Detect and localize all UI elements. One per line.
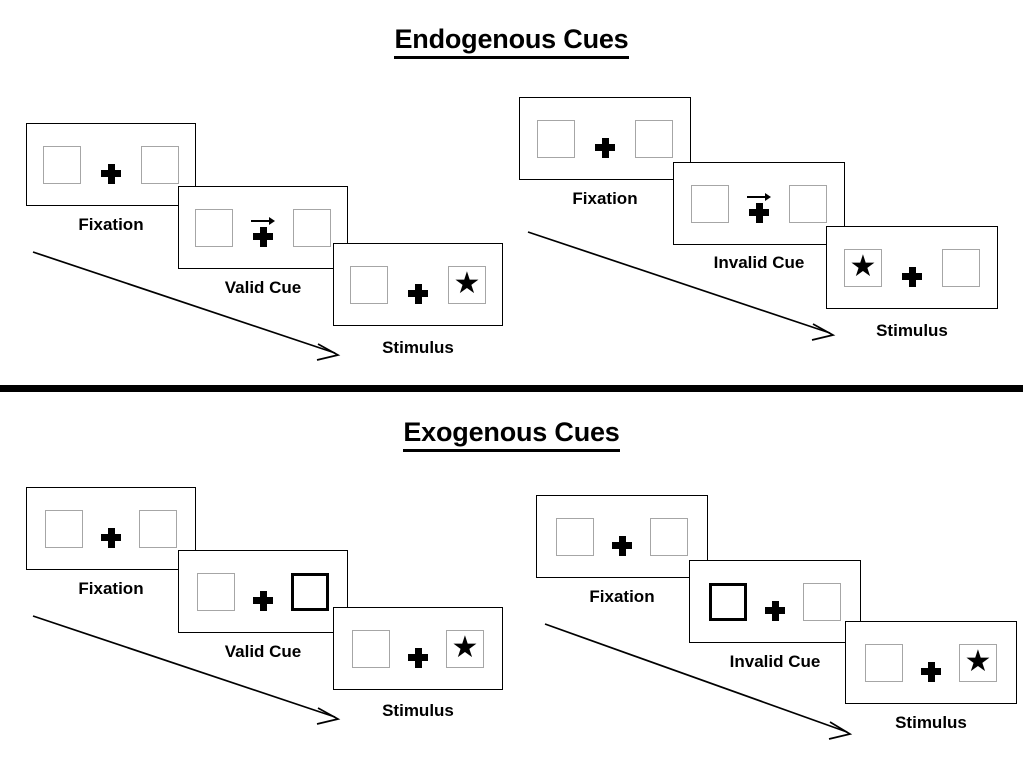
- target-star-icon: ★: [849, 249, 877, 283]
- panel-content: ★: [844, 248, 980, 287]
- panel-content: ★: [350, 265, 486, 304]
- trial-panel-endogenous-valid-fixation: [26, 123, 196, 206]
- target-star-icon: ★: [964, 644, 992, 678]
- panel-content: ★: [352, 629, 484, 668]
- fixation-cross-icon: [902, 266, 922, 287]
- stimulus-box-left: [45, 509, 83, 548]
- stimulus-box-right-cued: [291, 572, 329, 611]
- trial-panel-endogenous-invalid-fixation: [519, 97, 691, 180]
- fixation-center: [406, 266, 430, 304]
- panel-caption-endogenous-invalid-cue: Invalid Cue: [713, 253, 805, 272]
- panel-content: ★: [865, 643, 997, 682]
- stimulus-box-right: [789, 184, 827, 223]
- panel-caption-endogenous-valid-cue: Valid Cue: [224, 278, 302, 297]
- fixation-cross-icon: [765, 600, 785, 621]
- trial-panel-exogenous-invalid-cue: [689, 560, 861, 643]
- panel-content: [197, 572, 329, 611]
- fixation-center: [101, 510, 121, 548]
- fixation-cross-icon: [253, 226, 273, 247]
- stimulus-box-left-cued: [709, 582, 747, 621]
- stimulus-box-right: [139, 509, 177, 548]
- fixation-center: [593, 120, 617, 158]
- target-star-icon: ★: [451, 630, 479, 664]
- stimulus-box-right: [803, 582, 841, 621]
- panel-content: [195, 208, 331, 247]
- stimulus-box-left: [556, 517, 594, 556]
- time-progression-arrow-endogenous-valid: [32, 251, 341, 361]
- stimulus-box-right: ★: [448, 265, 486, 304]
- stimulus-box-left: ★: [844, 248, 882, 287]
- trial-panel-exogenous-valid-fixation: [26, 487, 196, 570]
- panel-content: [537, 119, 673, 158]
- stimulus-box-left: [195, 208, 233, 247]
- fixation-center: [612, 518, 632, 556]
- panel-caption-endogenous-invalid-fixation: Fixation: [572, 189, 638, 208]
- fixation-center: [765, 583, 785, 621]
- fixation-cross-icon: [101, 527, 121, 548]
- panel-content: [709, 582, 841, 621]
- panel-caption-exogenous-valid-stimulus: Stimulus: [382, 701, 454, 720]
- trial-panel-endogenous-valid-stimulus: ★: [333, 243, 503, 326]
- stimulus-box-left: [691, 184, 729, 223]
- panel-caption-endogenous-valid-stimulus: Stimulus: [382, 338, 454, 357]
- target-star-icon: ★: [453, 266, 481, 300]
- panel-caption-endogenous-valid-fixation: Fixation: [78, 215, 144, 234]
- stimulus-box-right: ★: [959, 643, 997, 682]
- panel-caption-exogenous-invalid-cue: Invalid Cue: [729, 652, 821, 671]
- fixation-cross-icon: [749, 202, 769, 223]
- stimulus-box-left: [43, 145, 81, 184]
- stimulus-box-left: [197, 572, 235, 611]
- fixation-cross-icon: [253, 590, 273, 611]
- trial-panel-exogenous-valid-stimulus: ★: [333, 607, 503, 690]
- fixation-cross-icon: [612, 535, 632, 556]
- time-progression-arrow-exogenous-valid: [32, 615, 341, 725]
- fixation-cross-icon: [921, 661, 941, 682]
- panel-caption-exogenous-invalid-stimulus: Stimulus: [895, 713, 967, 732]
- trial-panel-exogenous-invalid-fixation: [536, 495, 708, 578]
- fixation-center: [99, 146, 123, 184]
- fixation-center: [253, 573, 273, 611]
- section-title-exogenous: Exogenous Cues: [0, 417, 1023, 452]
- fixation-cross-icon: [408, 647, 428, 668]
- panel-caption-exogenous-valid-fixation: Fixation: [78, 579, 144, 598]
- panel-content: [556, 517, 688, 556]
- stimulus-box-left: [537, 119, 575, 158]
- fixation-cross-icon: [595, 137, 615, 158]
- cue-arrow-right-icon: [747, 193, 771, 202]
- trial-panel-exogenous-valid-cue: [178, 550, 348, 633]
- section-title-endogenous-text: Endogenous Cues: [394, 24, 629, 59]
- fixation-center: [408, 630, 428, 668]
- stimulus-box-right: [635, 119, 673, 158]
- stimulus-box-left: [352, 629, 390, 668]
- stimulus-box-left: [865, 643, 903, 682]
- panel-caption-exogenous-invalid-fixation: Fixation: [589, 587, 655, 606]
- cue-arrow-right-icon: [251, 217, 275, 226]
- panel-caption-exogenous-valid-cue: Valid Cue: [224, 642, 302, 661]
- section-title-exogenous-text: Exogenous Cues: [403, 417, 620, 452]
- time-progression-arrow-endogenous-invalid: [527, 231, 836, 341]
- fixation-cross-icon: [101, 163, 121, 184]
- panel-caption-endogenous-invalid-stimulus: Stimulus: [876, 321, 948, 340]
- time-progression-arrow-exogenous-invalid: [544, 623, 853, 740]
- stimulus-box-left: [350, 265, 388, 304]
- trial-panel-endogenous-valid-cue: [178, 186, 348, 269]
- fixation-center: [921, 644, 941, 682]
- stimulus-box-right: [942, 248, 980, 287]
- trial-panel-endogenous-invalid-stimulus: ★: [826, 226, 998, 309]
- panel-content: [691, 184, 827, 223]
- stimulus-box-right: ★: [446, 629, 484, 668]
- fixation-center: [251, 209, 275, 247]
- panel-content: [45, 509, 177, 548]
- trial-panel-exogenous-invalid-stimulus: ★: [845, 621, 1017, 704]
- fixation-cross-icon: [408, 283, 428, 304]
- section-divider: [0, 385, 1023, 392]
- stimulus-box-right: [293, 208, 331, 247]
- section-title-endogenous: Endogenous Cues: [0, 24, 1023, 59]
- fixation-center: [747, 185, 771, 223]
- stimulus-box-right: [650, 517, 688, 556]
- panel-content: [43, 145, 179, 184]
- trial-panel-endogenous-invalid-cue: [673, 162, 845, 245]
- stimulus-box-right: [141, 145, 179, 184]
- fixation-center: [900, 249, 924, 287]
